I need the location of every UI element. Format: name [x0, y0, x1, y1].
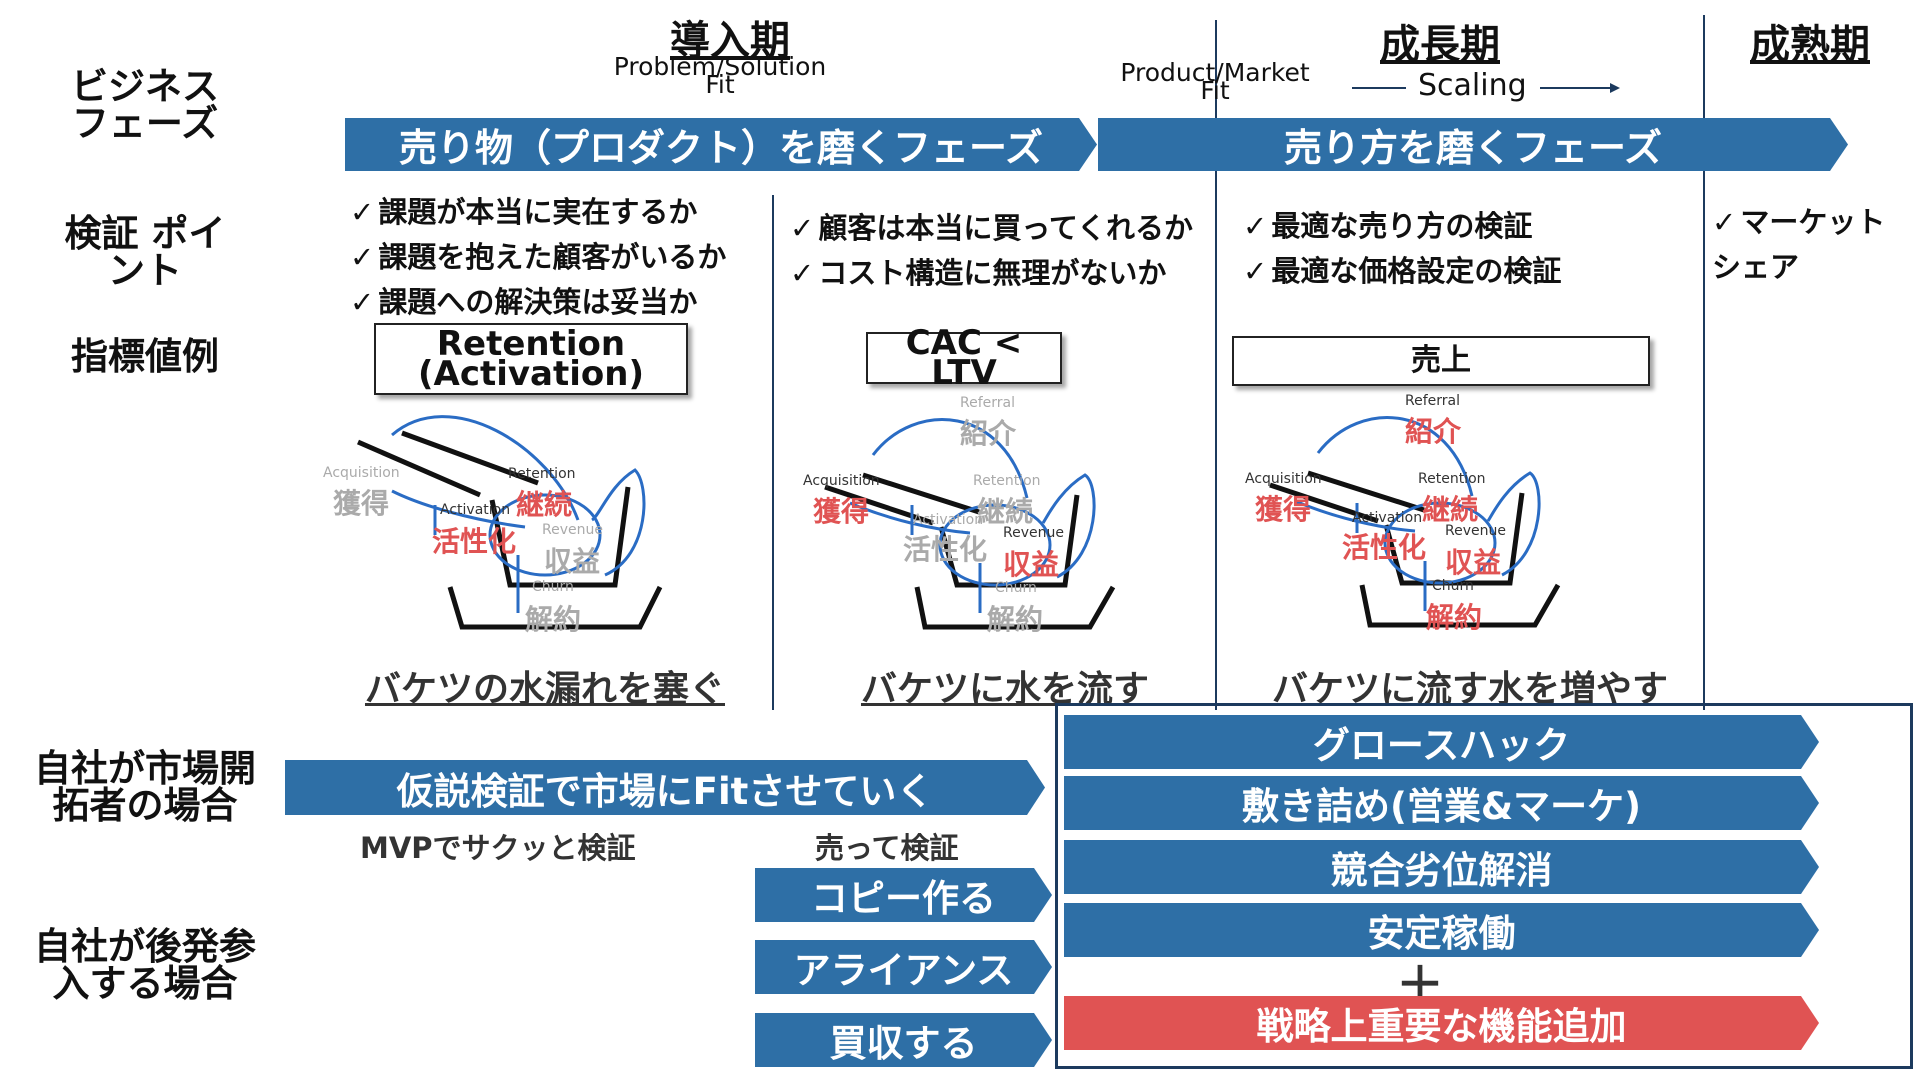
divider-1	[772, 195, 774, 710]
funnel3-referral-jp: 紹介	[1405, 415, 1462, 448]
funnel1-churn-en: Churn	[532, 579, 574, 595]
funnel-diagram-3: Referral 紹介 Acquisition 獲得 Retention 継続 …	[1240, 393, 1570, 638]
check-item: コスト構造に無理がないか	[790, 251, 1193, 296]
check-list-col3: 最適な売り方の検証 最適な価格設定の検証	[1243, 204, 1561, 294]
funnel2-churn-en: Churn	[995, 580, 1037, 596]
divider-2	[1215, 20, 1217, 710]
check-list-col2: 顧客は本当に買ってくれるか コスト構造に無理がないか	[790, 206, 1193, 296]
follower-arrow-alliance: アライアンス	[755, 940, 1052, 994]
fit-product-market: Product/Market Fit	[1120, 58, 1310, 105]
scaling-line-left	[1352, 87, 1406, 89]
funnel3-revenue-jp: 収益	[1445, 546, 1502, 579]
funnel2-revenue-jp: 収益	[1003, 548, 1060, 581]
metric-cac-ltv: CAC < LTV	[866, 326, 1062, 390]
check-list-col1: 課題が本当に実在するか 課題を抱えた顧客がいるか 課題への解決策は妥当か	[350, 190, 726, 325]
check-item: マーケット シェア	[1712, 200, 1902, 290]
funnel1-activation-jp: 活性化	[432, 525, 517, 558]
funnel2-activation-en: Activation	[913, 512, 984, 528]
growth-arrow-stable: 安定稼働	[1064, 903, 1819, 957]
funnel3-revenue-en: Revenue	[1445, 523, 1506, 539]
check-item: 課題を抱えた顧客がいるか	[350, 235, 726, 280]
funnel2-acquisition-jp: 獲得	[813, 495, 870, 528]
growth-arrow-coverage: 敷き詰め(営業&マーケ)	[1064, 776, 1819, 830]
growth-arrow-growthhack: グロースハック	[1064, 715, 1819, 769]
growth-strategy-box	[1055, 703, 1913, 1069]
funnel3-churn-jp: 解約	[1426, 601, 1483, 634]
funnel-2-graphic	[824, 418, 1116, 630]
sell-note: 売って検証	[815, 831, 959, 865]
funnel1-retention-en: Retention	[508, 466, 576, 482]
funnel3-churn-en: Churn	[1432, 578, 1474, 594]
check-list-col4: マーケット シェア	[1712, 200, 1902, 290]
check-item: 課題が本当に実在するか	[350, 190, 726, 235]
funnel3-acquisition-en: Acquisition	[1245, 471, 1322, 487]
mvp-note: MVPでサクッと検証	[360, 831, 636, 865]
fit-problem-solution: Problem/Solution Fit	[613, 52, 827, 99]
scaling-arrow-icon	[1540, 83, 1620, 93]
funnel1-acquisition-en: Acquisition	[323, 465, 400, 481]
row-label-follower: 自社が後発参入する場合	[34, 925, 256, 1005]
metric-retention: Retention (Activation)	[374, 323, 688, 395]
funnel1-acquisition-jp: 獲得	[333, 487, 390, 520]
phase-arrow-selling: 売り方を磨くフェーズ	[1098, 118, 1848, 171]
funnel2-retention-en: Retention	[973, 473, 1041, 489]
bucket-caption-1: バケツの水漏れを塞ぐ	[364, 669, 725, 710]
funnel3-referral-en: Referral	[1405, 393, 1460, 409]
check-item: 最適な売り方の検証	[1243, 204, 1561, 249]
funnel2-acquisition-en: Acquisition	[803, 473, 880, 489]
funnel-1-graphic	[357, 415, 663, 630]
funnel1-revenue-en: Revenue	[542, 522, 603, 538]
funnel1-activation-en: Activation	[440, 502, 511, 518]
phase-mature-title: 成熟期	[1750, 22, 1870, 68]
funnel3-retention-jp: 継続	[1422, 493, 1479, 526]
follower-arrow-copy: コピー作る	[755, 868, 1052, 922]
phase-arrow-product: 売り物（プロダクト）を磨くフェーズ	[345, 118, 1097, 171]
follower-arrow-acquire: 買収する	[755, 1013, 1052, 1067]
funnel-diagram-2: Referral 紹介 Acquisition 獲得 Retention 継続 …	[795, 395, 1125, 640]
funnel1-retention-jp: 継続	[516, 488, 573, 521]
pioneer-arrow: 仮説検証で市場にFitさせていく	[285, 760, 1045, 815]
funnel2-retention-jp: 継続	[977, 495, 1034, 528]
phase-intro-title: 導入期	[670, 18, 790, 64]
row-label-verification: 検証 ポイント	[64, 212, 226, 292]
row-label-pioneer: 自社が市場開拓者の場合	[34, 747, 256, 827]
strategic-feature-arrow: 戦略上重要な機能追加	[1064, 996, 1819, 1050]
funnel3-activation-jp: 活性化	[1342, 531, 1427, 564]
funnel2-referral-jp: 紹介	[960, 417, 1017, 450]
scaling-label: Scaling	[1418, 68, 1527, 103]
scaling-arrow	[1540, 80, 1620, 96]
funnel2-churn-jp: 解約	[987, 603, 1044, 636]
check-item: 顧客は本当に買ってくれるか	[790, 206, 1193, 251]
row-label-metric: 指標値例	[71, 335, 219, 378]
funnel2-activation-jp: 活性化	[903, 533, 988, 566]
check-item: 最適な価格設定の検証	[1243, 249, 1561, 294]
funnel3-activation-en: Activation	[1352, 510, 1423, 526]
check-item: 課題への解決策は妥当か	[350, 280, 726, 325]
row-label-business-phase: ビジネス フェーズ	[71, 65, 219, 145]
funnel-diagram-1: Acquisition 獲得 Retention Activation 継続 活…	[320, 395, 670, 640]
funnel-3-graphic	[1269, 416, 1561, 628]
metric-sales: 売上	[1232, 336, 1650, 386]
funnel3-retention-en: Retention	[1418, 471, 1486, 487]
funnel1-churn-jp: 解約	[525, 603, 582, 636]
funnel2-referral-en: Referral	[960, 395, 1015, 411]
funnel1-revenue-jp: 収益	[544, 545, 601, 578]
phase-growth-title: 成長期	[1380, 22, 1500, 68]
funnel2-revenue-en: Revenue	[1003, 525, 1064, 541]
growth-arrow-competitive: 競合劣位解消	[1064, 840, 1819, 894]
divider-3	[1703, 15, 1705, 710]
funnel3-acquisition-jp: 獲得	[1255, 493, 1312, 526]
